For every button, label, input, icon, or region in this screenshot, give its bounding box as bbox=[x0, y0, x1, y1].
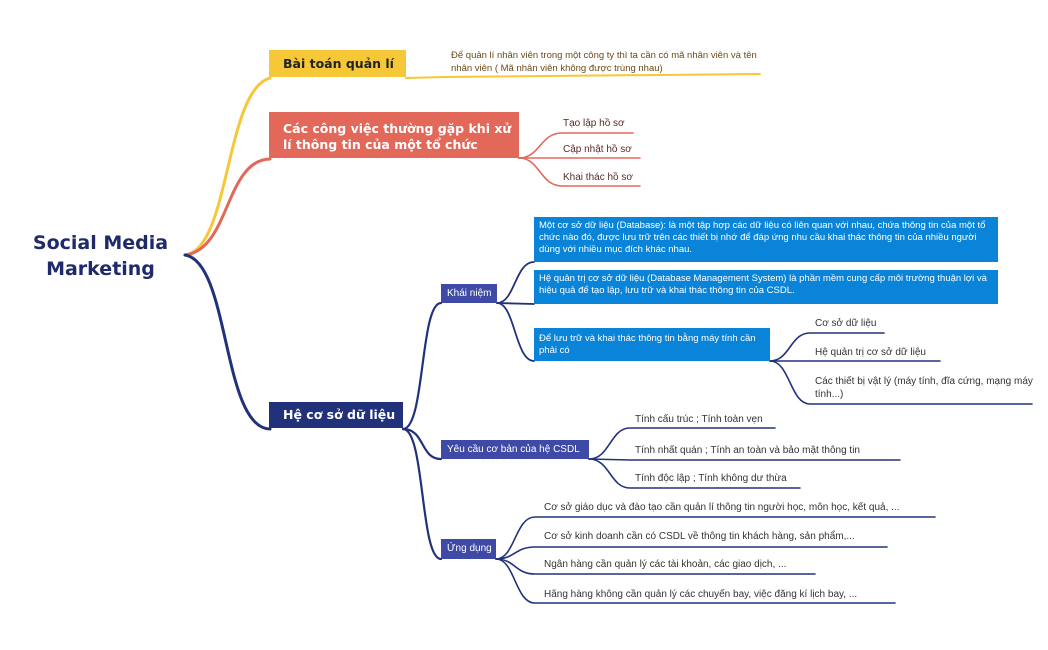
sub-khai-niem: Khái niệm bbox=[441, 284, 497, 303]
underline-branch1 bbox=[405, 73, 761, 79]
need-csdl: Cơ sở dữ liệu bbox=[815, 318, 877, 329]
app-item-3: Ngân hàng cần quản lý các tài khoản, các… bbox=[544, 559, 787, 570]
branch-cong-viec: Các công việc thường gặp khi xử lí thông… bbox=[269, 112, 519, 158]
app-item-4: Hãng hàng không cần quản lý các chuyến b… bbox=[544, 589, 858, 600]
leaf-khai-thac: Khai thác hồ sơ bbox=[563, 172, 633, 183]
branch1-note: Để quản lí nhân viên trong một công ty t… bbox=[451, 50, 757, 74]
sub-yeu-cau: Yêu cầu cơ bản của hệ CSDL bbox=[441, 440, 589, 459]
def-requirements: Để lưu trữ và khai thác thông tin bằng m… bbox=[534, 328, 770, 361]
leaf-tao-lap: Tạo lập hồ sơ bbox=[563, 118, 625, 129]
def-dbms: Hệ quản trị cơ sở dữ liệu (Database Mana… bbox=[534, 270, 998, 304]
branch-bai-toan: Bài toán quản lí bbox=[269, 50, 406, 77]
root-line-1: Social Media bbox=[32, 232, 169, 254]
link-branch2 bbox=[183, 157, 272, 257]
def-database: Một cơ sở dữ liệu (Database): là một tập… bbox=[534, 217, 998, 262]
link-branch3 bbox=[183, 253, 272, 431]
req-item-3: Tính độc lập ; Tính không dư thừa bbox=[635, 473, 787, 484]
sub-ung-dung: Ứng dụng bbox=[441, 539, 496, 559]
app-item-2: Cơ sở kinh doanh cần có CSDL về thông ti… bbox=[544, 531, 855, 542]
need-dbms: Hệ quản trị cơ sở dữ liệu bbox=[815, 347, 926, 358]
req-item-1: Tính cấu trúc ; Tính toàn vẹn bbox=[635, 414, 763, 425]
link-branch1 bbox=[183, 76, 272, 257]
root-topic: Social Media Marketing bbox=[18, 230, 183, 282]
app-item-1: Cơ sở giáo dục và đào tạo cần quản lí th… bbox=[544, 502, 900, 513]
leaf-cap-nhat: Cập nhật hồ sơ bbox=[563, 144, 632, 155]
root-line-2: Marketing bbox=[46, 258, 155, 280]
req-item-2: Tính nhất quán ; Tính an toàn và bảo mật… bbox=[635, 445, 860, 456]
need-hardware: Các thiết bị vật lý (máy tính, đĩa cứng,… bbox=[815, 376, 1033, 400]
branch-he-csdl: Hệ cơ sở dữ liệu bbox=[269, 402, 403, 428]
